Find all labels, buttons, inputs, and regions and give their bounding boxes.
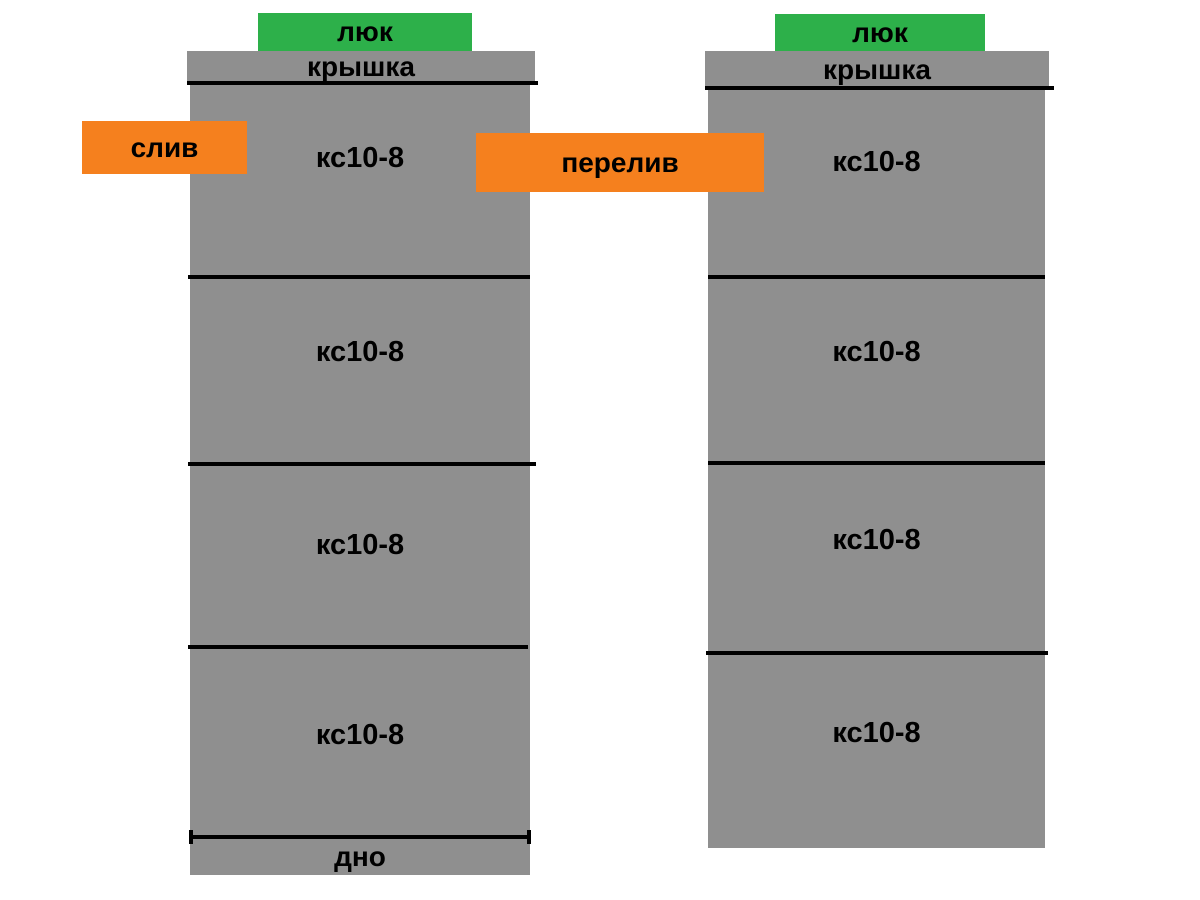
well-body-right xyxy=(708,51,1045,848)
ring-label: кс10-8 xyxy=(832,335,921,368)
bottom-line-tick-left xyxy=(189,830,193,844)
ring-divider xyxy=(706,651,1048,655)
bottom-line-tick-right xyxy=(527,830,531,844)
cover-band-left: крышка xyxy=(187,51,535,83)
ring-label: кс10-8 xyxy=(315,336,405,368)
ring-section: кс10-8 xyxy=(708,277,1045,463)
ring-divider xyxy=(705,86,1054,90)
bottom-label: дно xyxy=(334,841,386,872)
ring-label: кс10-8 xyxy=(315,718,405,751)
ring-section: кс10-8 xyxy=(708,653,1045,848)
ring-divider xyxy=(188,275,530,279)
ring-divider xyxy=(188,462,536,466)
ring-section: кс10-8 xyxy=(190,464,530,647)
ring-label: кс10-8 xyxy=(832,146,921,178)
ring-label: кс10-8 xyxy=(832,717,921,749)
ring-divider xyxy=(708,275,1045,279)
ring-divider xyxy=(187,81,538,85)
ring-label: кс10-8 xyxy=(832,523,921,556)
ring-label: кс10-8 xyxy=(315,141,405,174)
ring-label: кс10-8 xyxy=(315,529,405,561)
bottom-section: дно xyxy=(190,839,530,875)
cover-label-left: крышка xyxy=(307,51,415,82)
cover-label-right: крышка xyxy=(823,53,931,85)
overflow-label-text: перелив xyxy=(561,146,679,178)
bottom-line xyxy=(189,830,531,844)
ring-section: кс10-8 xyxy=(190,83,530,277)
cover-band-right: крышка xyxy=(705,51,1049,88)
drain-pipe-label: слив xyxy=(82,121,247,174)
ring-section: кс10-8 xyxy=(708,463,1045,653)
drain-label-text: слив xyxy=(130,131,199,163)
manhole-hatch-left-label: люк xyxy=(337,16,393,47)
ring-divider xyxy=(708,461,1045,465)
ring-section: кс10-8 xyxy=(190,647,530,837)
overflow-pipe-label: перелив xyxy=(476,133,764,192)
ring-section: кс10-8 xyxy=(190,277,530,464)
manhole-hatch-right: люк xyxy=(775,14,985,51)
manhole-hatch-right-label: люк xyxy=(852,16,908,48)
ring-divider xyxy=(188,645,528,649)
manhole-hatch-left: люк xyxy=(258,13,472,51)
ring-section: кс10-8 xyxy=(708,88,1045,277)
